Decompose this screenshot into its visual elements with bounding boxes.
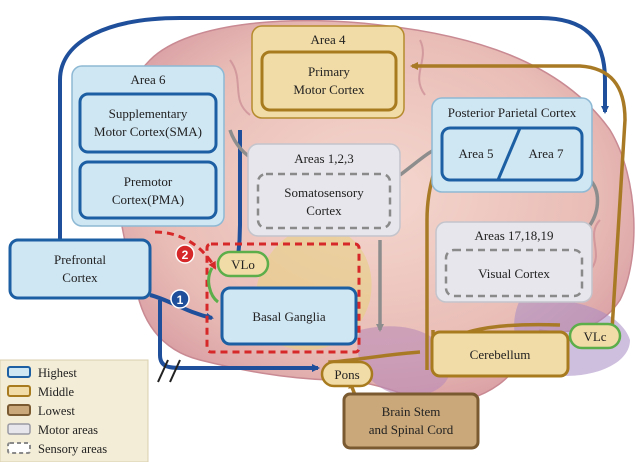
basal-ganglia-box [220, 286, 358, 346]
brainstem-line2: and Spinal Cord [369, 422, 454, 437]
legend-label-lowest: Lowest [38, 404, 75, 418]
pma-box [78, 160, 218, 220]
somato-line2: Cortex [306, 203, 342, 218]
brainstem-box [342, 392, 480, 450]
marker-1: 1 [170, 289, 190, 309]
primary-motor-line2: Motor Cortex [293, 82, 365, 97]
area6-group: Area 6 Supplementary Motor Cortex(SMA) P… [71, 65, 225, 227]
marker-1-circle [170, 289, 190, 309]
somato-line1: Somatosensory [284, 185, 364, 200]
area4-group: Area 4 Primary Motor Cortex [251, 25, 405, 119]
somato-inner-box [256, 172, 392, 230]
vlc-pill [568, 322, 622, 350]
break-line-1 [157, 359, 169, 383]
sma-line1: Supplementary [109, 106, 188, 121]
legend-swatch-middle [7, 385, 31, 397]
area4-title: Area 4 [310, 32, 346, 47]
green-pathway [207, 267, 220, 304]
vlc-label: VLc [583, 329, 606, 344]
primary-motor-cortex-box [260, 50, 398, 112]
vlc-group: VLc [568, 322, 622, 350]
cerebellum-label: Cerebellum [470, 347, 531, 362]
pathway-break-mark [157, 359, 181, 383]
prefrontal-line1: Prefrontal [54, 252, 106, 267]
ppc-group: Posterior Parietal Cortex Area 5 Area 7 [431, 97, 593, 193]
area5-label: Area 5 [458, 146, 493, 161]
legend-swatch-lowest [7, 404, 31, 416]
visual-group: Areas 17,18,19 Visual Cortex [435, 221, 593, 303]
sma-line2: Motor Cortex(SMA) [94, 124, 202, 139]
basal-ganglia-dashed-loop [205, 242, 361, 354]
legend-swatch-sensory [7, 442, 31, 454]
marker-2-circle [175, 244, 195, 264]
legend-swatch-motor [7, 423, 31, 435]
brainstem-group: Brain Stem and Spinal Cord [342, 392, 480, 450]
break-line-2 [169, 359, 181, 383]
primary-motor-line1: Primary [308, 64, 350, 79]
cerebellum-box [430, 330, 570, 378]
legend-label-motor: Motor areas [38, 423, 98, 437]
area6-title: Area 6 [130, 72, 166, 87]
vlo-pill [216, 250, 270, 278]
somato-group: Areas 1,2,3 Somatosensory Cortex [247, 143, 401, 237]
marker-1-label: 1 [177, 293, 184, 307]
basal-ganglia-label: Basal Ganglia [252, 309, 326, 324]
pons-label: Pons [334, 367, 359, 382]
pma-line1: Premotor [124, 174, 173, 189]
vlc-to-motor-cortex-arrow [410, 62, 627, 331]
visual-label: Visual Cortex [478, 266, 550, 281]
prefrontal-to-ppc-arrow [58, 16, 609, 240]
legend: Highest Middle Lowest Motor areas Sensor… [0, 359, 149, 462]
legend-label-sensory: Sensory areas [38, 442, 107, 456]
visual-inner-box [444, 248, 584, 298]
visual-title: Areas 17,18,19 [474, 228, 553, 243]
marker-2: 2 [175, 244, 195, 264]
basal-group: Basal Ganglia [220, 286, 358, 346]
legend-label-highest: Highest [38, 366, 77, 380]
sma-box [78, 92, 218, 154]
cerebellum-group: Cerebellum [430, 330, 570, 378]
area7-label: Area 7 [528, 146, 564, 161]
ppc-inner-box [440, 126, 584, 182]
somato-title: Areas 1,2,3 [294, 151, 354, 166]
prefrontal-box [8, 238, 152, 300]
brainstem-line1: Brain Stem [382, 404, 441, 419]
red-pathways [154, 230, 361, 354]
legend-label-middle: Middle [38, 385, 75, 399]
pma-line2: Cortex(PMA) [112, 192, 184, 207]
pons-pill [320, 360, 374, 388]
prefrontal-to-pons-arrow [158, 300, 320, 372]
marker-2-label: 2 [182, 248, 189, 262]
legend-swatch-highest [7, 366, 31, 378]
vlo-group: VLo [216, 250, 270, 278]
prefrontal-line2: Cortex [62, 270, 98, 285]
vlo-label: VLo [231, 257, 255, 272]
pons-group: Pons [320, 360, 374, 388]
prefrontal-group: Prefrontal Cortex [8, 238, 152, 300]
ppc-title: Posterior Parietal Cortex [448, 105, 577, 120]
ppc-divider [496, 127, 522, 181]
pma-to-vlo-dashed-arrow [154, 230, 217, 270]
